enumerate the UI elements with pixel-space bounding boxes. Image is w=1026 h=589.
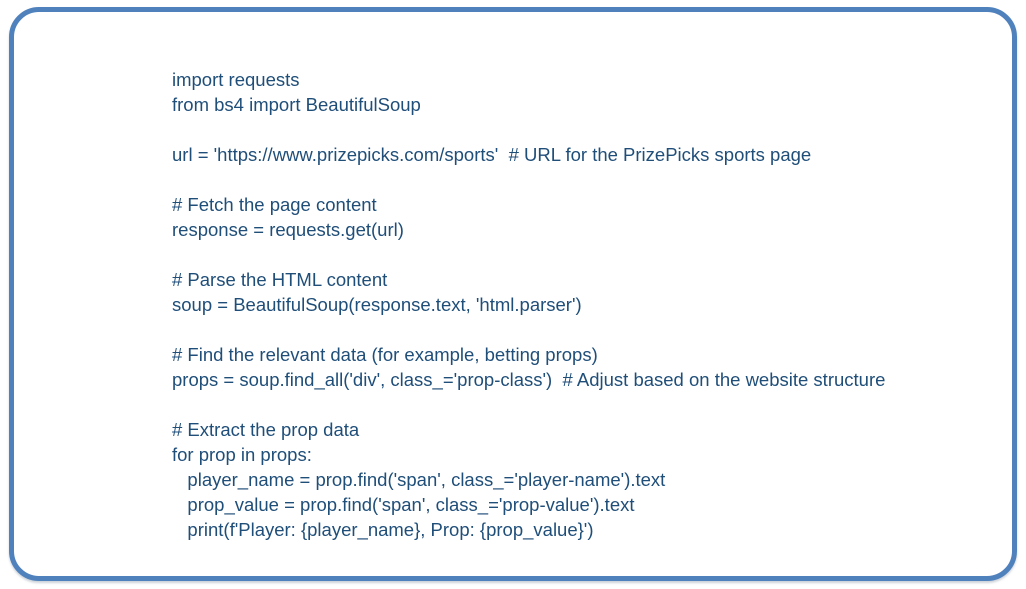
code-line: response = requests.get(url) bbox=[172, 219, 404, 240]
code-line bbox=[172, 392, 885, 417]
code-line: props = soup.find_all('div', class_='pro… bbox=[172, 369, 886, 390]
code-line: # Parse the HTML content bbox=[172, 269, 388, 290]
code-line: player_name = prop.find('span', class_='… bbox=[172, 469, 666, 490]
code-line bbox=[172, 317, 885, 342]
code-line: url = 'https://www.prizepicks.com/sports… bbox=[172, 144, 812, 165]
code-line: # Extract the prop data bbox=[172, 419, 360, 440]
code-line bbox=[172, 242, 885, 267]
code-line bbox=[172, 117, 885, 142]
code-block: import requests from bs4 import Beautiful… bbox=[172, 67, 885, 542]
code-snippet-frame: import requests from bs4 import Beautiful… bbox=[9, 7, 1017, 581]
code-line: for prop in props: bbox=[172, 444, 312, 465]
code-line: print(f'Player: {player_name}, Prop: {pr… bbox=[172, 519, 594, 540]
code-line: import requests bbox=[172, 69, 300, 90]
code-line: soup = BeautifulSoup(response.text, 'htm… bbox=[172, 294, 582, 315]
code-line: # Fetch the page content bbox=[172, 194, 377, 215]
code-line bbox=[172, 167, 885, 192]
code-line: # Find the relevant data (for example, b… bbox=[172, 344, 598, 365]
code-line: from bs4 import BeautifulSoup bbox=[172, 94, 421, 115]
code-line: prop_value = prop.find('span', class_='p… bbox=[172, 494, 635, 515]
